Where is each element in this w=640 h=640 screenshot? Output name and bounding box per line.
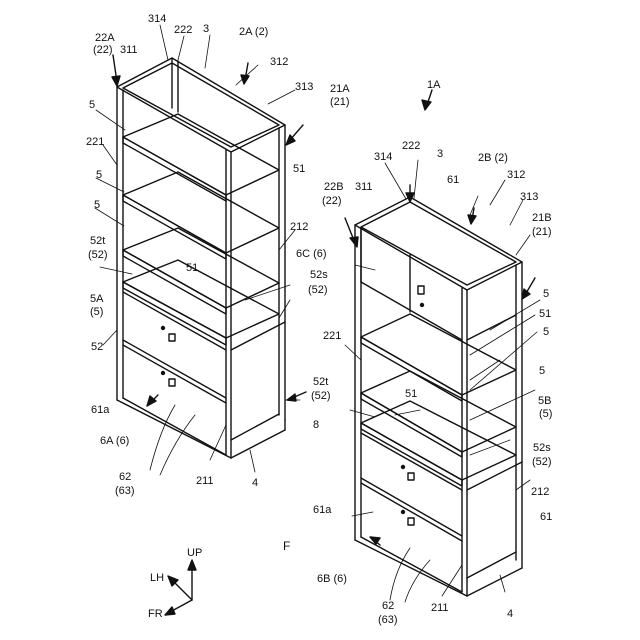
right-label-62-paren: (63) xyxy=(378,615,398,626)
right-shelves xyxy=(361,314,516,486)
right-label-2b: 2B (2) xyxy=(478,153,508,164)
right-lower-body xyxy=(355,433,522,596)
left-label-6a: 6A (6) xyxy=(100,436,129,447)
direction-lh-label: LH xyxy=(150,573,164,584)
left-label-311: 311 xyxy=(120,45,138,56)
right-label-52s: 52s xyxy=(533,443,551,454)
right-label-211: 211 xyxy=(431,603,449,614)
right-label-3: 3 xyxy=(437,149,443,160)
left-label-52s: 52s xyxy=(310,270,328,281)
right-label-212: 212 xyxy=(531,487,549,498)
right-label-311: 311 xyxy=(355,182,373,193)
left-label-4: 4 xyxy=(252,478,258,489)
left-label-61a: 61a xyxy=(91,405,109,416)
right-label-52t: 52t xyxy=(313,377,328,388)
right-label-61-top: 61 xyxy=(447,175,459,186)
direction-indicator xyxy=(165,560,196,615)
left-label-5-top: 5 xyxy=(89,100,95,111)
left-label-2a: 2A (2) xyxy=(239,27,268,38)
left-label-313: 313 xyxy=(295,82,313,93)
right-label-314: 314 xyxy=(374,152,392,163)
right-label-5-low: 5 xyxy=(539,366,545,377)
left-lower-body xyxy=(117,292,285,458)
left-label-22a-paren: (22) xyxy=(93,45,113,56)
right-label-61-lower: 61 xyxy=(540,512,552,523)
right-label-52t-paren: (52) xyxy=(311,391,331,402)
right-label-51-lower: 51 xyxy=(405,389,417,400)
left-label-211: 211 xyxy=(196,476,214,487)
left-label-52s-paren: (52) xyxy=(308,285,328,296)
right-leaders xyxy=(345,160,540,602)
left-label-6c: 6C (6) xyxy=(296,249,327,260)
right-label-5-mid: 5 xyxy=(543,327,549,338)
left-label-51-upper: 51 xyxy=(293,164,305,175)
direction-up-label: UP xyxy=(187,548,202,559)
right-label-5-top: 5 xyxy=(543,289,549,300)
right-label-21b-paren: (21) xyxy=(532,227,552,238)
figure-letter: F xyxy=(283,540,290,552)
right-label-313: 313 xyxy=(520,192,538,203)
left-label-22a: 22A xyxy=(95,33,115,44)
left-label-62: 62 xyxy=(119,472,131,483)
right-cabinet xyxy=(345,160,540,602)
right-label-21b: 21B xyxy=(532,213,552,224)
left-label-5-mid: 5 xyxy=(96,170,102,181)
left-label-8: 8 xyxy=(313,420,319,431)
right-label-22b-paren: (22) xyxy=(322,196,342,207)
right-label-5b: 5B xyxy=(538,396,551,407)
right-label-52s-paren: (52) xyxy=(532,457,552,468)
assembly-label: 1A xyxy=(427,80,440,91)
right-label-6b: 6B (6) xyxy=(317,574,347,585)
right-label-22b: 22B xyxy=(324,182,344,193)
right-label-51: 51 xyxy=(539,309,551,320)
left-frame xyxy=(117,58,285,458)
left-cabinet xyxy=(95,25,300,475)
left-label-52t: 52t xyxy=(90,236,105,247)
pointer-arrows xyxy=(112,55,535,545)
right-label-222: 222 xyxy=(402,141,420,152)
left-label-21a-paren: (21) xyxy=(330,97,350,108)
right-label-5b-paren: (5) xyxy=(539,409,552,420)
left-label-222: 222 xyxy=(174,25,192,36)
left-label-3: 3 xyxy=(203,24,209,35)
left-label-62-paren: (63) xyxy=(115,486,135,497)
left-label-314: 314 xyxy=(148,14,166,25)
left-label-51-lower: 51 xyxy=(186,263,198,274)
left-label-5-low: 5 xyxy=(94,200,100,211)
right-label-312: 312 xyxy=(507,170,525,181)
right-label-4: 4 xyxy=(507,609,513,620)
left-label-212: 212 xyxy=(290,222,308,233)
right-frame xyxy=(355,197,522,596)
left-label-52: 52 xyxy=(91,342,103,353)
right-label-221: 221 xyxy=(323,331,341,342)
left-label-312: 312 xyxy=(270,57,288,68)
left-label-5a: 5A xyxy=(90,294,103,305)
left-label-52t-paren: (52) xyxy=(88,250,108,261)
right-label-62: 62 xyxy=(382,601,394,612)
left-label-21a: 21A xyxy=(330,84,350,95)
right-label-61a: 61a xyxy=(313,505,331,516)
left-label-5a-paren: (5) xyxy=(90,307,103,318)
left-label-221: 221 xyxy=(86,137,104,148)
left-shelves xyxy=(123,114,279,345)
direction-fr-label: FR xyxy=(148,609,163,620)
